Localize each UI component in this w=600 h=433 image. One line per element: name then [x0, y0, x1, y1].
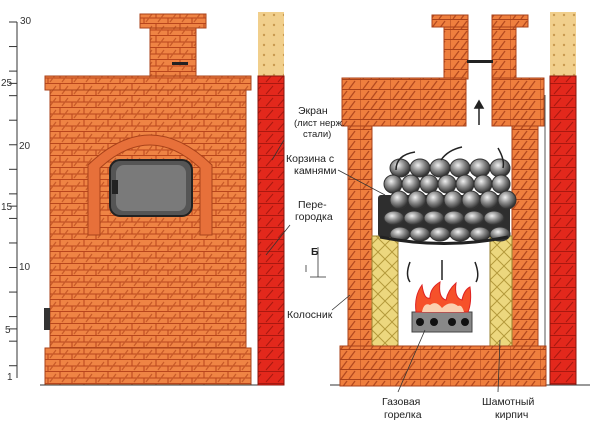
label-burner-1: Газовая [382, 396, 420, 408]
stone [403, 210, 425, 226]
stone [479, 190, 499, 210]
tick-30: 30 [20, 16, 32, 27]
stone [407, 190, 427, 210]
stone [449, 226, 471, 242]
labels: Экран (лист нерж. стали) Корзина с камня… [286, 105, 534, 421]
stone [401, 174, 421, 194]
stone [409, 158, 431, 178]
stone [461, 190, 481, 210]
stone [423, 210, 445, 226]
stone [389, 190, 409, 210]
tick-10: 10 [19, 262, 31, 273]
stone [419, 174, 439, 194]
stone [429, 226, 451, 242]
airflow-arrows [395, 99, 505, 283]
stone [489, 158, 511, 178]
chamotte-brick-left [371, 235, 399, 347]
tick-25: 25 [1, 78, 13, 89]
stone [483, 210, 505, 226]
tick-5: 5 [5, 325, 11, 336]
stone [443, 210, 465, 226]
label-partition-1: Пере- [298, 199, 327, 211]
tick-15: 15 [1, 202, 13, 213]
stone [469, 226, 491, 242]
section-mark: Б [311, 246, 319, 258]
stone [491, 174, 511, 194]
label-basket-1: Корзина с [286, 153, 334, 165]
stove-section-view [339, 14, 547, 387]
right-shield-column [330, 12, 590, 386]
stone-basket [378, 158, 517, 245]
label-chamotte-2: кирпич [495, 409, 528, 421]
stone [429, 158, 451, 178]
stone [473, 174, 493, 194]
tick-1: 1 [7, 372, 13, 383]
damper-handle [172, 62, 188, 65]
stone [409, 226, 431, 242]
gas-burner [411, 281, 473, 333]
label-screen-2: (лист нерж. [294, 118, 345, 129]
stone [383, 210, 405, 226]
door-hinge [112, 180, 118, 194]
height-scale: 30 25 20 15 10 5 1 [1, 16, 32, 383]
label-screen-3: стали) [303, 129, 331, 140]
label-basket-2: камнями [294, 165, 337, 177]
stone [425, 190, 445, 210]
leader-lines [265, 139, 501, 393]
chamotte-brick-right [489, 235, 513, 347]
label-chamotte-1: Шамотный [482, 396, 534, 408]
stone [455, 174, 475, 194]
stone [389, 158, 411, 178]
left-shield-column [257, 12, 285, 386]
tick-20: 20 [19, 141, 31, 152]
stone [443, 190, 463, 210]
label-grate: Колосник [287, 309, 333, 321]
label-partition-2: городка [295, 211, 333, 223]
label-burner-2: горелка [384, 409, 422, 421]
stone [497, 190, 517, 210]
stove-front-view [40, 13, 260, 386]
stone [437, 174, 457, 194]
label-screen-1: Экран [298, 105, 328, 117]
stone [463, 210, 485, 226]
stone [383, 174, 403, 194]
stone [469, 158, 491, 178]
stone [449, 158, 471, 178]
